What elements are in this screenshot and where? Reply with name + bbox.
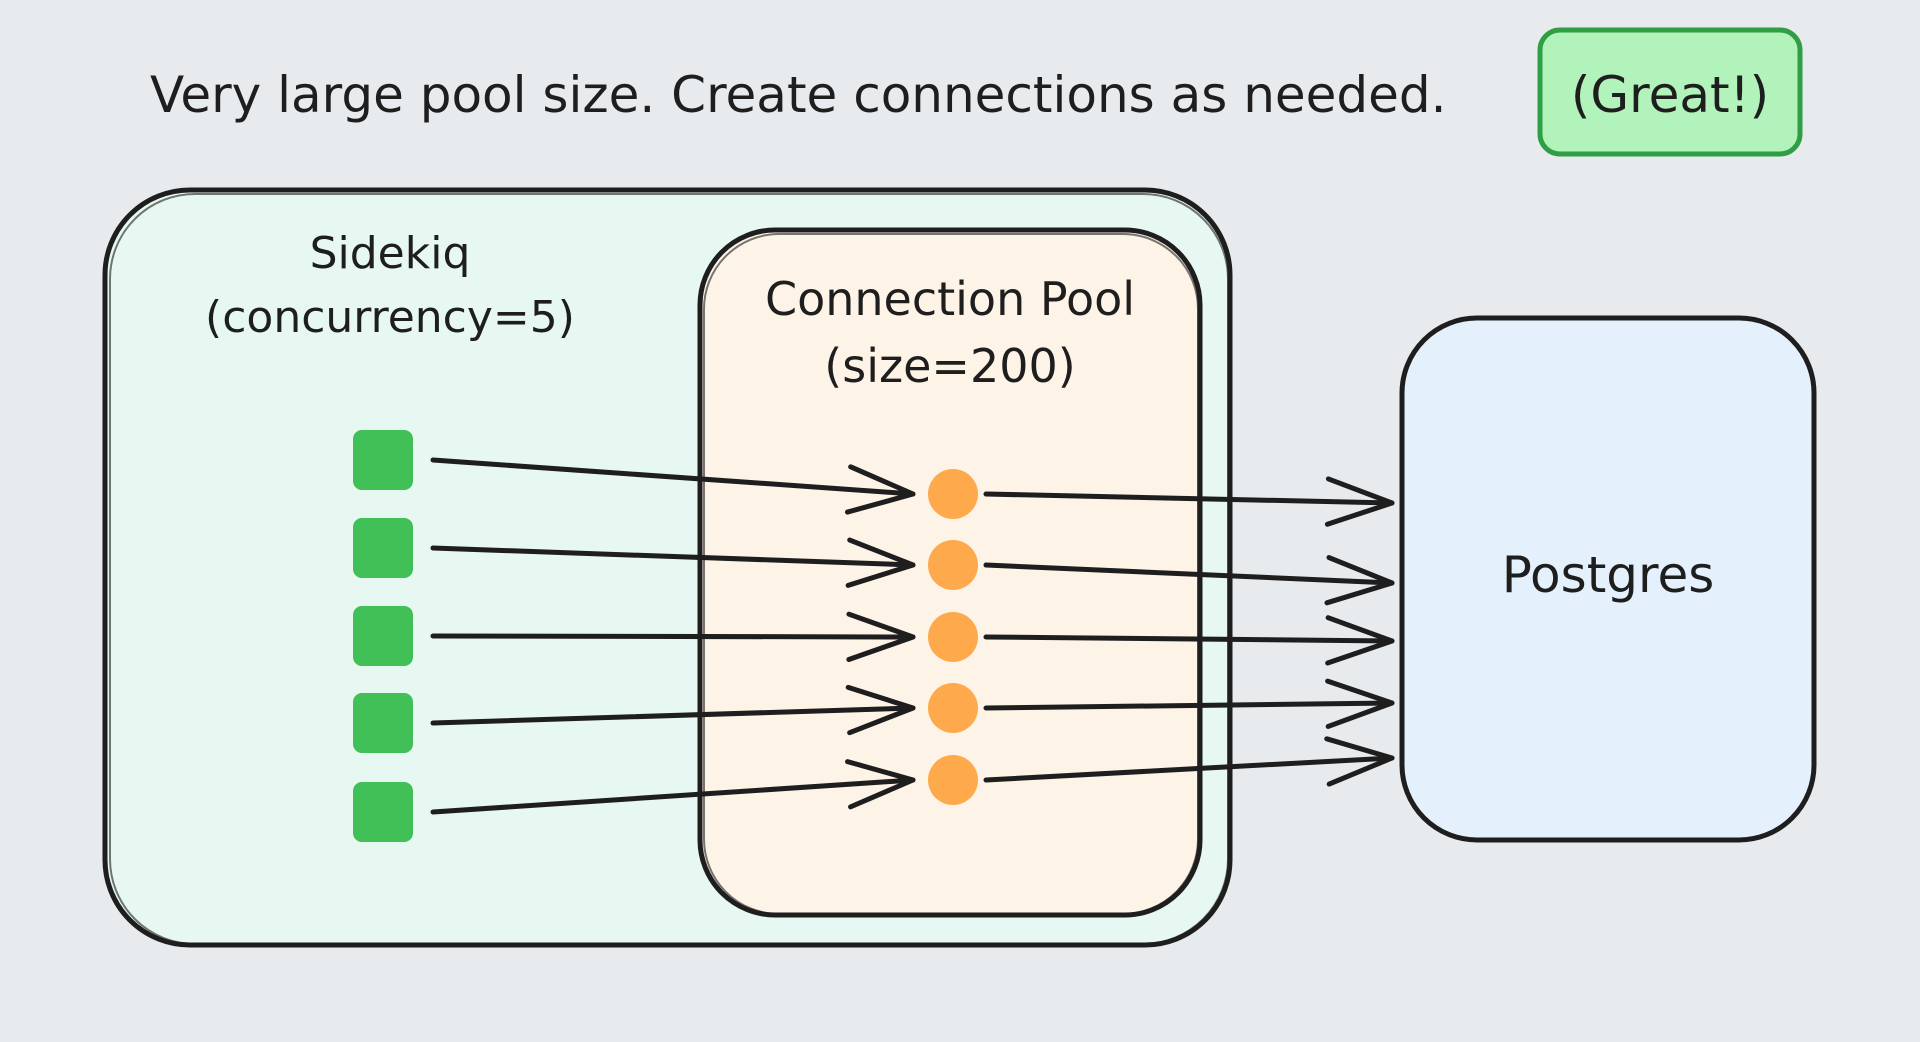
worker-to-connection-arrow <box>430 684 916 736</box>
badge-box <box>1537 27 1803 157</box>
connection-to-postgres-arrow-shaft <box>983 755 1395 783</box>
worker-to-connection-arrow-shaft <box>430 633 916 640</box>
connection-to-postgres-arrow-shaft <box>983 700 1395 711</box>
connection-to-postgres-arrow-head <box>1324 476 1395 527</box>
postgres-label: Postgres <box>1502 546 1715 604</box>
worker-to-connection-arrow <box>430 537 916 588</box>
connection-to-postgres-arrow-shaft <box>983 562 1395 586</box>
sidekiq-subtitle: (concurrency=5) <box>205 292 575 343</box>
connection-to-postgres-arrow <box>983 476 1395 527</box>
pool-title: Connection Pool <box>765 272 1135 326</box>
worker-to-connection-arrow-shaft <box>430 545 916 568</box>
connection-to-postgres-arrow-head <box>1325 678 1395 729</box>
worker-to-connection-arrow <box>430 759 916 815</box>
connection-to-postgres-arrow-shaft <box>983 491 1395 506</box>
worker-to-connection-arrow-shaft <box>430 777 916 815</box>
worker-to-connection-arrow-head <box>845 759 916 810</box>
connection-to-postgres-arrow <box>983 615 1395 666</box>
sidekiq-worker <box>353 693 413 753</box>
sidekiq-worker <box>353 782 413 842</box>
sidekiq-title: Sidekiq <box>310 228 471 279</box>
pool-subtitle: (size=200) <box>824 339 1075 393</box>
pool-connection <box>928 683 978 733</box>
pool-connections <box>928 469 978 805</box>
header-caption: Very large pool size. Create connections… <box>150 66 1447 124</box>
great-badge: (Great!) <box>1537 27 1803 157</box>
sidekiq-workers <box>353 430 413 842</box>
worker-to-connection-arrow <box>430 457 916 515</box>
worker-to-connection-arrow-head <box>844 464 916 515</box>
pool-connection <box>928 540 978 590</box>
sidekiq-worker <box>353 606 413 666</box>
postgres-database: Postgres <box>1399 315 1817 843</box>
arrow-layer <box>430 457 1395 815</box>
worker-to-connection-arrow-head <box>845 537 916 588</box>
pool-connection <box>928 755 978 805</box>
connection-to-postgres-arrow-shaft <box>983 634 1395 644</box>
sidekiq-worker <box>353 518 413 578</box>
connection-to-postgres-arrow <box>983 678 1395 729</box>
worker-to-connection-arrow-head <box>845 684 916 736</box>
worker-to-connection-arrow-shaft <box>430 457 916 497</box>
worker-to-connection-arrow-head <box>846 611 916 663</box>
postgres-box <box>1399 315 1817 843</box>
sidekiq-worker <box>353 430 413 490</box>
worker-to-connection-arrow-shaft <box>430 705 916 726</box>
pool-connection <box>928 469 978 519</box>
connection-to-postgres-arrow <box>983 736 1395 787</box>
worker-to-connection-arrow <box>430 611 916 663</box>
badge-label: (Great!) <box>1571 66 1769 124</box>
connection-to-postgres-arrow <box>983 555 1395 606</box>
pool-connection <box>928 612 978 662</box>
connection-to-postgres-arrow-head <box>1325 615 1395 666</box>
sidekiq-box-sketch <box>109 193 1229 945</box>
connection-to-postgres-arrow-head <box>1324 555 1395 606</box>
connection-to-postgres-arrow-head <box>1324 736 1395 787</box>
